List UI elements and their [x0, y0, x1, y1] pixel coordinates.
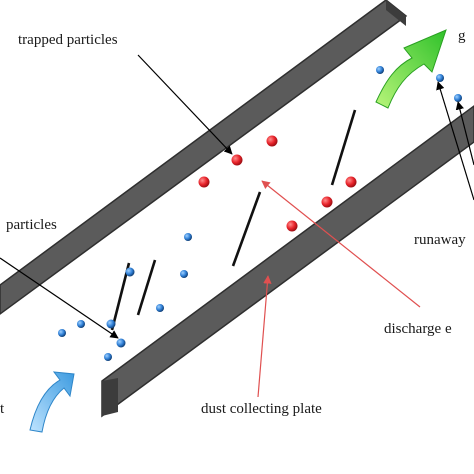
trapped-particle — [231, 154, 243, 166]
discharge-electrode-3 — [231, 191, 262, 267]
free-particle — [376, 66, 384, 74]
free-particle — [104, 353, 112, 361]
discharge-electrode-2 — [136, 259, 157, 316]
discharge-electrode-label: discharge e — [384, 321, 452, 337]
runaway-pointer-2 — [455, 101, 474, 166]
gas-in-label: t — [0, 401, 5, 417]
free-particle — [436, 74, 444, 82]
free-particle — [58, 329, 66, 337]
free-particle — [180, 270, 188, 278]
lower-plate-edge — [102, 378, 118, 416]
runaway-pointer-1 — [436, 81, 474, 201]
free-particle — [454, 94, 462, 102]
outlet-gas-arrow-icon — [375, 29, 447, 109]
particles-pointer — [0, 257, 119, 339]
trapped-particle — [286, 220, 298, 232]
discharge-electrode-pointer — [261, 180, 421, 308]
trapped-particles-pointer — [137, 54, 233, 155]
dust-collecting-plate-label: dust collecting plate — [201, 401, 322, 417]
upper-plate-edge — [386, 0, 406, 26]
lower-collecting-plate — [101, 105, 474, 418]
trapped-particle — [321, 196, 333, 208]
free-particle — [125, 267, 135, 277]
free-particle — [106, 319, 116, 329]
trapped-particle — [266, 135, 278, 147]
trapped-particle — [198, 176, 210, 188]
runaway-label: runaway — [414, 232, 466, 248]
free-particle — [77, 320, 85, 328]
free-particle — [116, 338, 126, 348]
trapped-particles-label: trapped particles — [18, 32, 118, 48]
free-particle — [184, 233, 192, 241]
particles-label: particles — [6, 217, 57, 233]
collecting-plate-pointer — [257, 275, 272, 398]
discharge-electrode-4 — [330, 109, 357, 186]
inlet-gas-arrow-icon — [29, 371, 75, 433]
trapped-particle — [345, 176, 357, 188]
free-particle — [156, 304, 164, 312]
gas-out-label: g — [458, 28, 466, 44]
